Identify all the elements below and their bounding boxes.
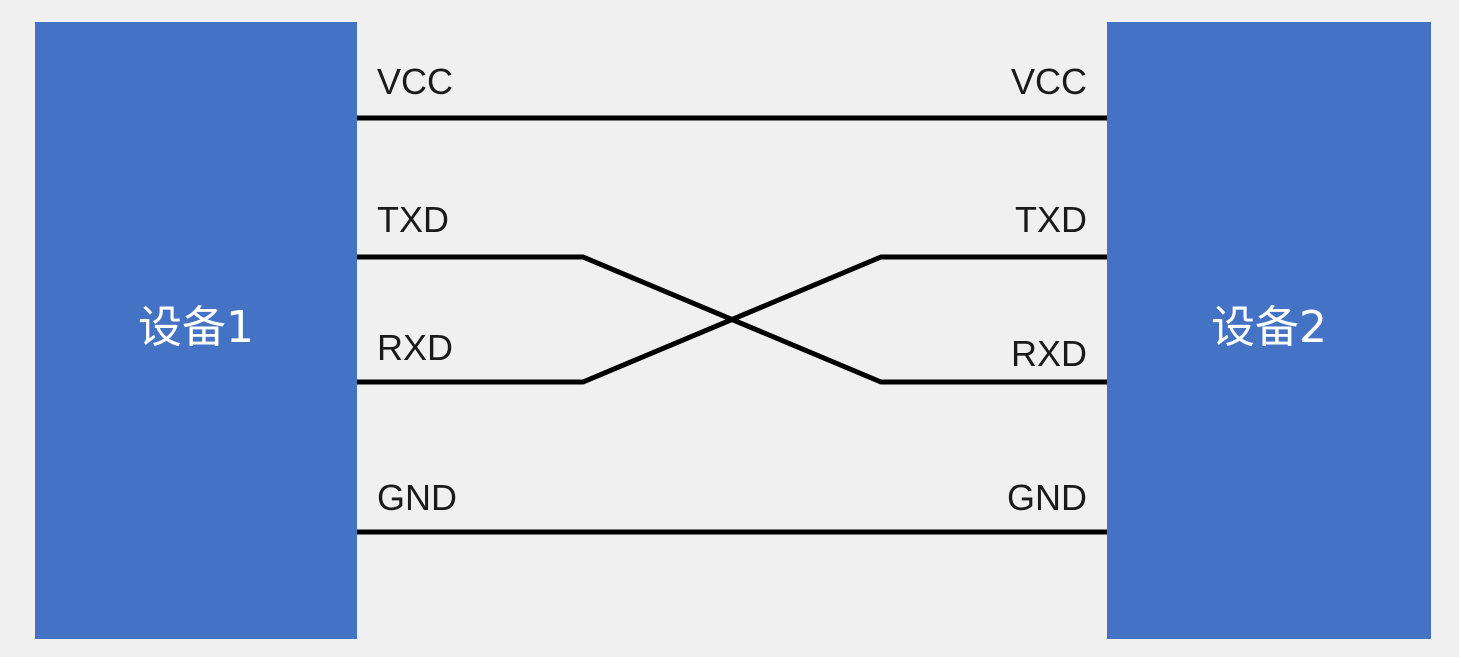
device-1-block: 设备1 (35, 22, 357, 639)
device-2-block: 设备2 (1107, 22, 1431, 639)
right-pin-gnd-label: GND (1007, 477, 1087, 518)
device-1-label: 设备1 (138, 301, 254, 353)
rxd-to-txd-wire (357, 254, 1107, 385)
right-pin-vcc-label: VCC (1010, 61, 1087, 102)
left-pin-txd-label: TXD (377, 199, 449, 240)
right-pin-txd-label: TXD (1015, 199, 1087, 240)
left-pin-rxd-label: RXD (377, 327, 454, 368)
left-pin-vcc-label: VCC (377, 61, 454, 102)
right-pin-rxd-label: RXD (1010, 333, 1087, 374)
device-2-label: 设备2 (1211, 301, 1327, 353)
left-pin-gnd-label: GND (377, 477, 457, 518)
